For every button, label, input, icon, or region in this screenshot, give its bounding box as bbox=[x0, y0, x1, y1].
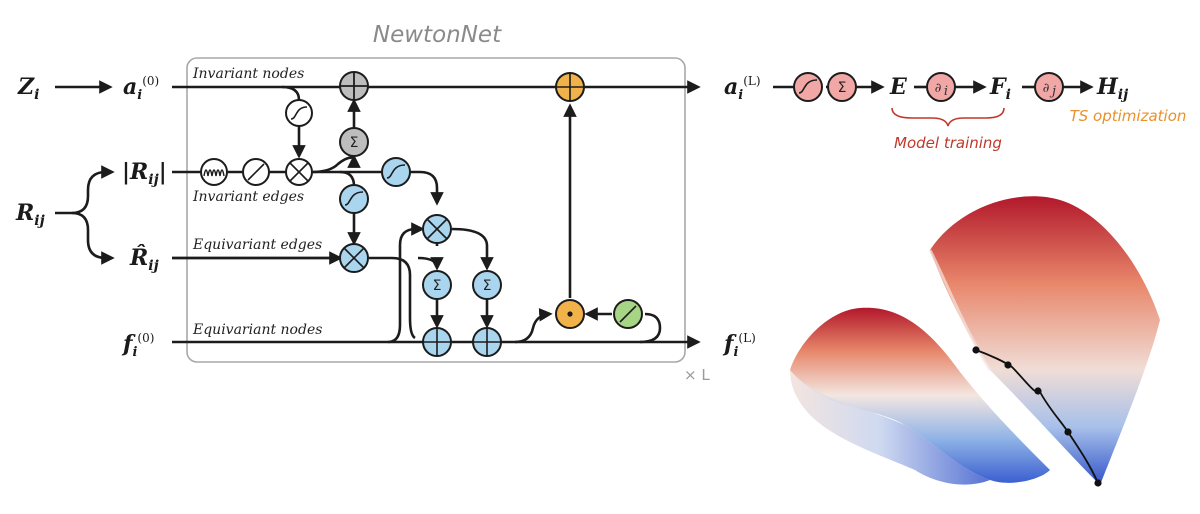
path-point bbox=[1034, 387, 1042, 395]
edge-to-blue-branch bbox=[339, 170, 356, 187]
output-sum-node: Σ bbox=[827, 72, 857, 102]
potential-energy-surface bbox=[790, 196, 1160, 485]
eq-nodes-to-mult bbox=[387, 222, 425, 344]
mult-to-grey-sum bbox=[311, 154, 361, 174]
label-ts-optimization: TS optimization bbox=[1070, 107, 1187, 125]
mult-to-sum-b bbox=[451, 227, 494, 271]
partial-i-node: ∂ i bbox=[926, 72, 956, 102]
label-r-hat: R̂ij bbox=[129, 245, 159, 274]
orange-dot-product-node bbox=[555, 299, 585, 329]
edge-multiply-node bbox=[285, 158, 313, 186]
label-a0: ai(0) bbox=[123, 74, 159, 103]
label-r-abs: |Rij| bbox=[122, 159, 167, 188]
svg-text:∂: ∂ bbox=[935, 81, 942, 96]
label-f0: fi(0) bbox=[121, 331, 154, 360]
svg-text:i: i bbox=[944, 84, 948, 99]
blue-add-node-a bbox=[422, 327, 452, 357]
sigmoid-filter-node bbox=[285, 99, 313, 127]
path-point bbox=[972, 346, 980, 354]
label-model-training: Model training bbox=[894, 134, 1002, 152]
blue-sum-node-a: Σ bbox=[422, 270, 452, 300]
label-r: Rij bbox=[15, 200, 45, 229]
label-invariant-nodes: Invariant nodes bbox=[192, 66, 304, 82]
repeat-label: × L bbox=[684, 366, 710, 384]
label-equivariant-nodes: Equivariant nodes bbox=[192, 322, 322, 338]
path-point bbox=[1004, 361, 1012, 369]
mult-to-eq-nodes bbox=[369, 256, 416, 340]
label-aL: ai(L) bbox=[724, 74, 761, 103]
grey-sum-node: Σ bbox=[339, 127, 369, 157]
green-linear-node bbox=[613, 299, 643, 329]
label-invariant-edges: Invariant edges bbox=[192, 189, 304, 205]
path-point bbox=[1094, 479, 1102, 487]
loop-right bbox=[639, 312, 662, 344]
label-force: Fi bbox=[989, 74, 1011, 103]
linear-node bbox=[242, 158, 270, 186]
radial-basis-node bbox=[200, 158, 228, 186]
svg-text:j: j bbox=[1049, 84, 1056, 99]
inv-edge-to-mult bbox=[419, 170, 444, 206]
label-hessian: Hij bbox=[1096, 74, 1128, 103]
svg-text:Σ: Σ bbox=[350, 135, 359, 151]
blue-multiply-node-eq-edge bbox=[339, 243, 369, 273]
grey-add-node bbox=[339, 71, 369, 101]
blue-sigmoid-node-lower bbox=[339, 184, 369, 214]
svg-text:Σ: Σ bbox=[483, 278, 492, 294]
model-training-brace bbox=[891, 107, 1005, 127]
r-fork-lower bbox=[71, 211, 115, 265]
blue-sigmoid-node-edge bbox=[381, 157, 411, 187]
newtonnet-block-frame bbox=[186, 57, 686, 363]
label-z: Zi bbox=[17, 74, 39, 103]
diagram-title: NewtonNet bbox=[373, 22, 502, 48]
label-energy: E bbox=[889, 74, 908, 100]
orange-add-node bbox=[555, 72, 585, 102]
blue-add-node-b bbox=[472, 327, 502, 357]
reaction-path bbox=[972, 346, 1102, 487]
mult-to-sum-a bbox=[417, 256, 444, 271]
output-sigmoid-node bbox=[793, 72, 823, 102]
label-fL: fi(L) bbox=[722, 331, 756, 360]
eq-to-dot-arrow bbox=[514, 308, 553, 344]
svg-text:∂: ∂ bbox=[1043, 81, 1050, 96]
svg-text:Σ: Σ bbox=[433, 278, 442, 294]
inv-node-branch bbox=[281, 85, 301, 101]
svg-text:Σ: Σ bbox=[838, 80, 847, 96]
blue-multiply-node-eq-node bbox=[422, 214, 452, 244]
r-fork-upper bbox=[55, 165, 115, 215]
path-point bbox=[1064, 428, 1072, 436]
partial-j-node: ∂ j bbox=[1034, 72, 1064, 102]
blue-sum-node-b: Σ bbox=[472, 270, 502, 300]
label-equivariant-edges: Equivariant edges bbox=[192, 237, 322, 253]
